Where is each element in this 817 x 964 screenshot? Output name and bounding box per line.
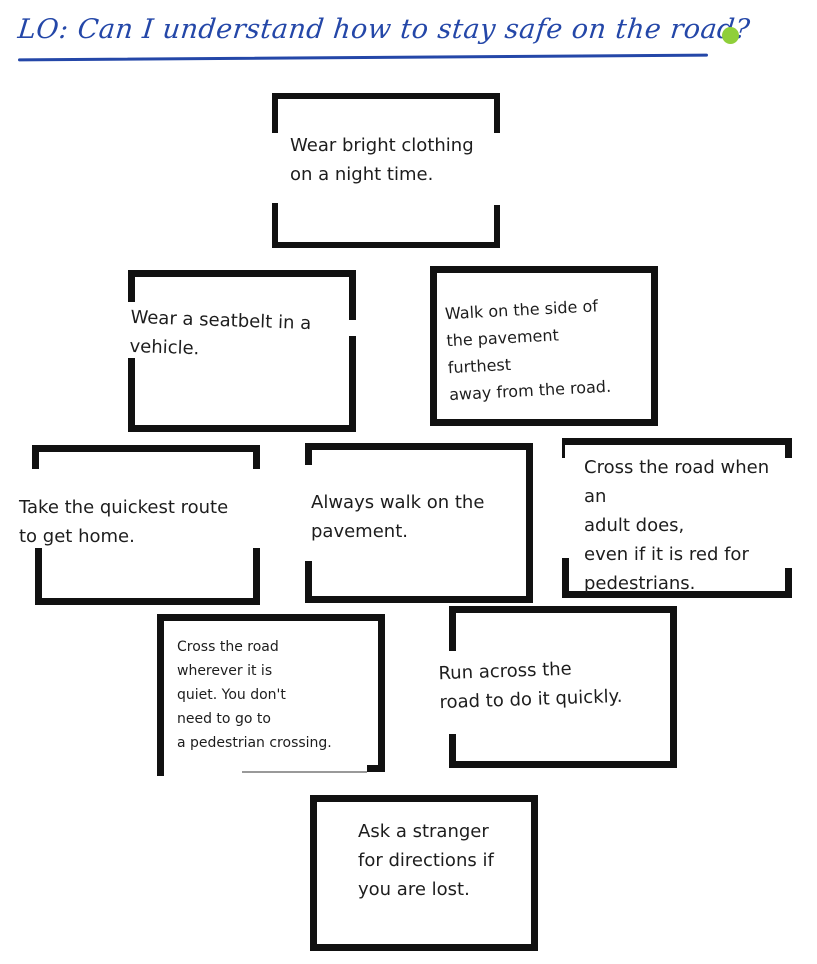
card-run-across: Run across the road to do it quickly. <box>438 606 677 768</box>
card-text: Cross the road wherever it is quiet. You… <box>177 639 332 751</box>
learning-objective-title: LO: Can I understand how to stay safe on… <box>16 12 752 62</box>
card-bright-clothing: Wear bright clothing on a night time. <box>272 93 500 248</box>
card-text: Walk on the side of the pavement furthes… <box>444 296 612 405</box>
card-seatbelt: Wear a seatbelt in a vehicle. <box>128 270 356 432</box>
card-ask-stranger: Ask a stranger for directions if you are… <box>310 795 538 951</box>
card-text: Cross the road when an adult does, even … <box>584 457 770 594</box>
card-cross-with-adult: Cross the road when an adult does, even … <box>562 438 792 598</box>
card-pavement-side: Walk on the side of the pavement furthes… <box>430 266 658 426</box>
title-text: LO: Can I understand how to stay safe on… <box>16 14 752 45</box>
card-text: Wear a seatbelt in a vehicle. <box>129 306 312 360</box>
title-underline <box>17 53 709 62</box>
card-always-pavement: Always walk on the pavement. <box>305 443 533 603</box>
card-text: Run across the road to do it quickly. <box>438 658 623 714</box>
green-sticker-icon <box>722 27 739 44</box>
card-text: Ask a stranger for directions if you are… <box>358 821 494 900</box>
card-text: Take the quickest route to get home. <box>19 497 229 547</box>
card-cross-quiet: Cross the road wherever it is quiet. You… <box>157 614 385 776</box>
card-text: Wear bright clothing on a night time. <box>290 135 474 185</box>
card-quickest-route: Take the quickest route to get home. <box>19 445 260 605</box>
card-text: Always walk on the pavement. <box>311 492 485 542</box>
